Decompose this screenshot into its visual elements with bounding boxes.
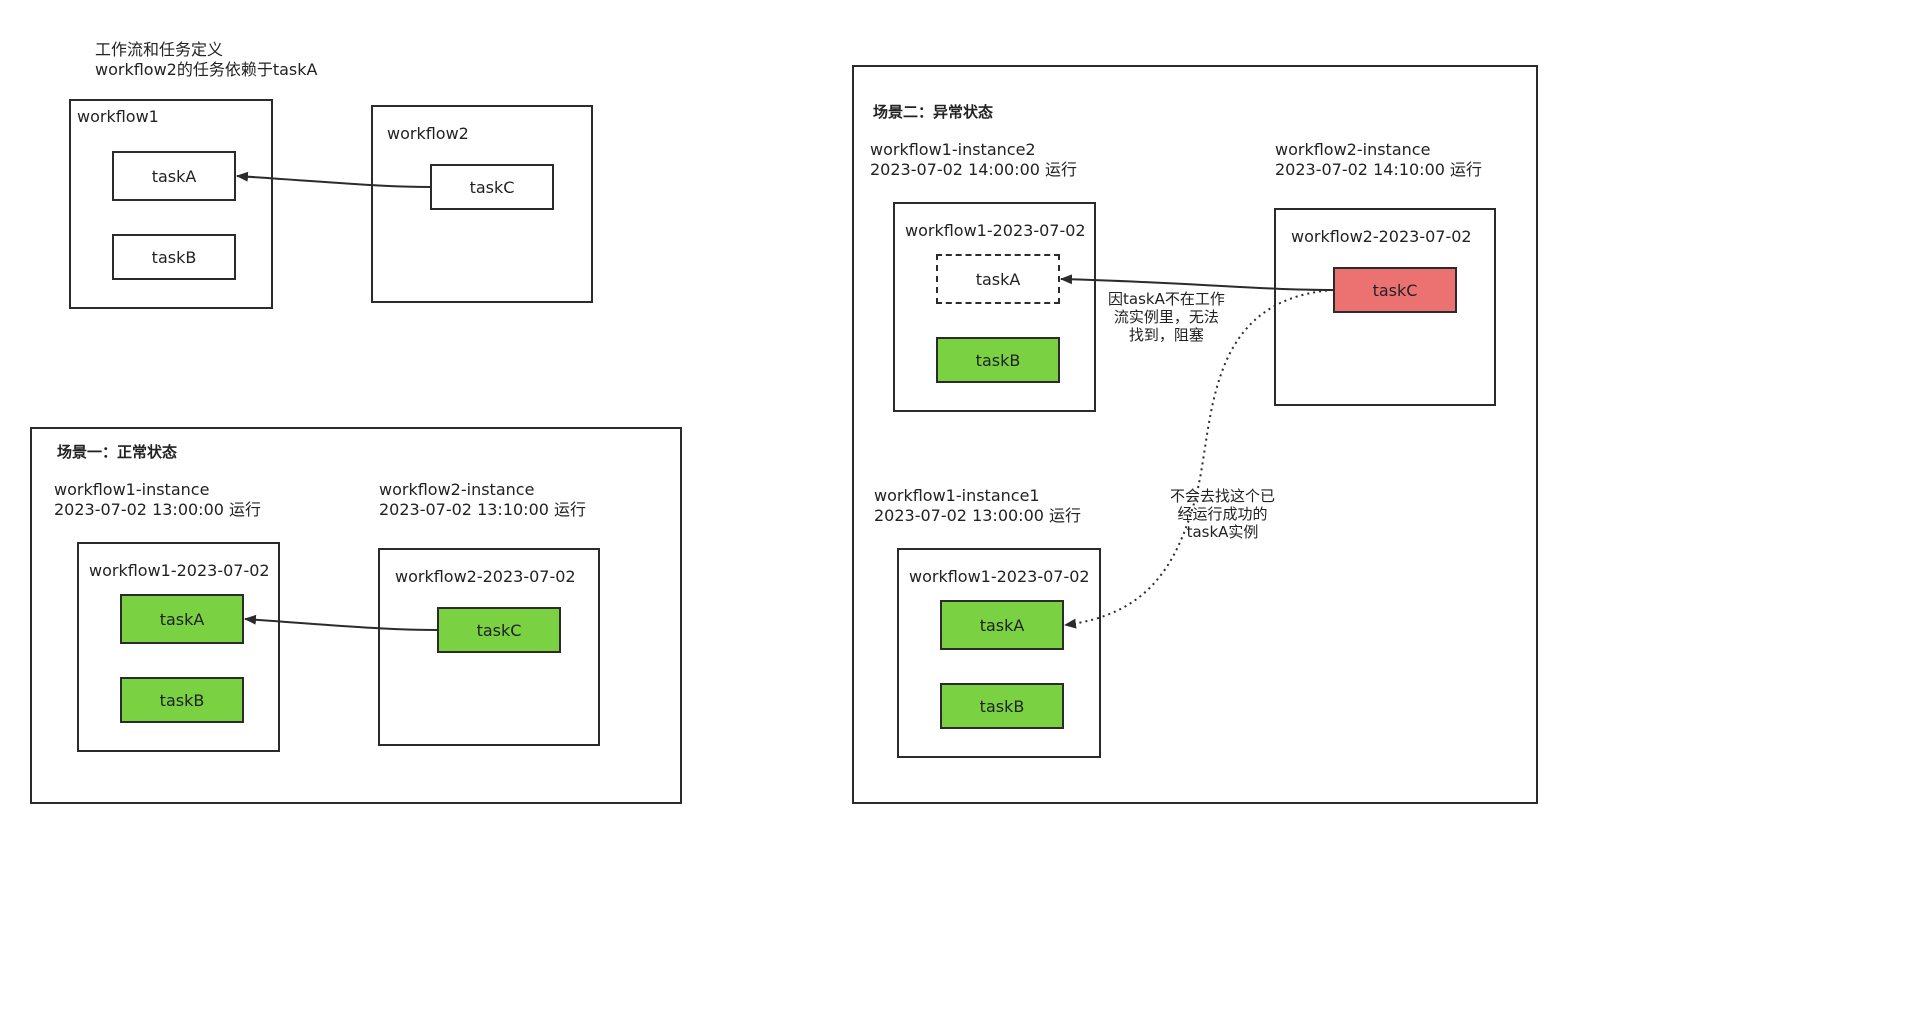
scene2-instance2-box-label: workflow1-2023-07-02 [905, 221, 1086, 240]
scene2-instance2-taskA-missing: taskA [936, 254, 1060, 304]
scene1-taskB: taskB [120, 677, 244, 723]
scene2-instance2-taskB: taskB [936, 337, 1060, 383]
scene2-workflow2-box-label: workflow2-2023-07-02 [1291, 227, 1472, 246]
scene1-workflow1-box: workflow1-2023-07-02 [77, 542, 280, 752]
scene1-taskC: taskC [437, 607, 561, 653]
scene2-title: 场景二：异常状态 [873, 103, 994, 121]
scene1-workflow2-instance-info: workflow2-instance 2023-07-02 13:10:00 运… [379, 480, 587, 519]
definition-title: 工作流和任务定义 workflow2的任务依赖于taskA [95, 40, 318, 79]
scene1-taskA: taskA [120, 594, 244, 644]
taskB-definition: taskB [112, 234, 236, 280]
scene2-taskC-blocked: taskC [1333, 267, 1457, 313]
blocked-note: 因taskA不在工作 流实例里，无法 找到，阻塞 [1108, 290, 1225, 344]
taskA-definition: taskA [112, 151, 236, 201]
scene2-instance1-box-label: workflow1-2023-07-02 [909, 567, 1090, 586]
scene1-workflow1-instance-info: workflow1-instance 2023-07-02 13:00:00 运… [54, 480, 262, 519]
skip-note: 不会去找这个已 经运行成功的 taskA实例 [1170, 487, 1276, 541]
workflow2-definition: workflow2 [371, 105, 593, 303]
scene1-title: 场景一：正常状态 [57, 443, 178, 461]
scene2-instance1-taskB: taskB [940, 683, 1064, 729]
workflow1-label: workflow1 [77, 107, 159, 126]
scene2-instance1-taskA: taskA [940, 600, 1064, 650]
scene2-workflow2-instance-info: workflow2-instance 2023-07-02 14:10:00 运… [1275, 140, 1483, 179]
scene1-workflow1-box-label: workflow1-2023-07-02 [89, 561, 270, 580]
scene2-workflow1-instance2-info: workflow1-instance2 2023-07-02 14:00:00 … [870, 140, 1078, 179]
scene2-workflow1-instance1-info: workflow1-instance1 2023-07-02 13:00:00 … [874, 486, 1082, 525]
taskC-definition: taskC [430, 164, 554, 210]
scene1-workflow2-box-label: workflow2-2023-07-02 [395, 567, 576, 586]
workflow2-label: workflow2 [387, 124, 469, 143]
